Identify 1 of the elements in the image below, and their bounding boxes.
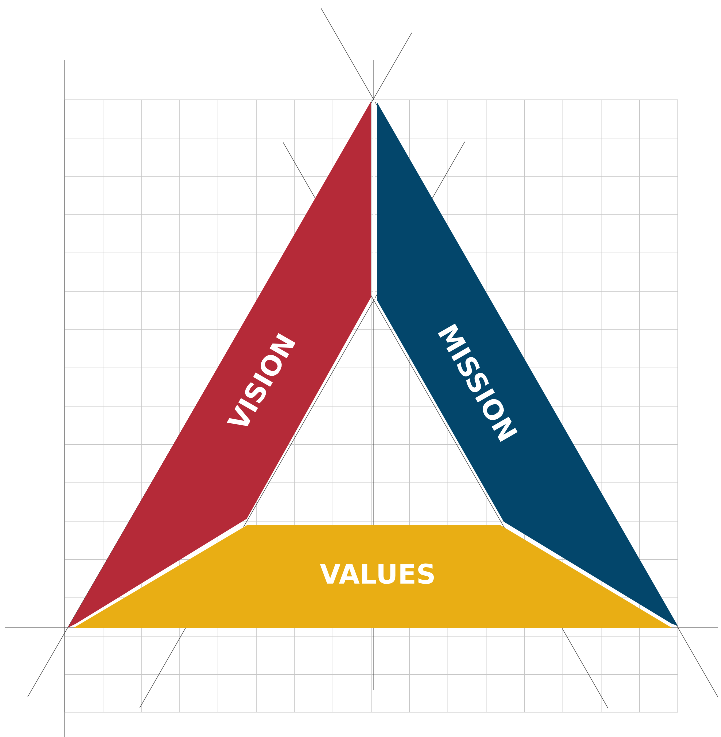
band: VALUES [74, 525, 672, 628]
